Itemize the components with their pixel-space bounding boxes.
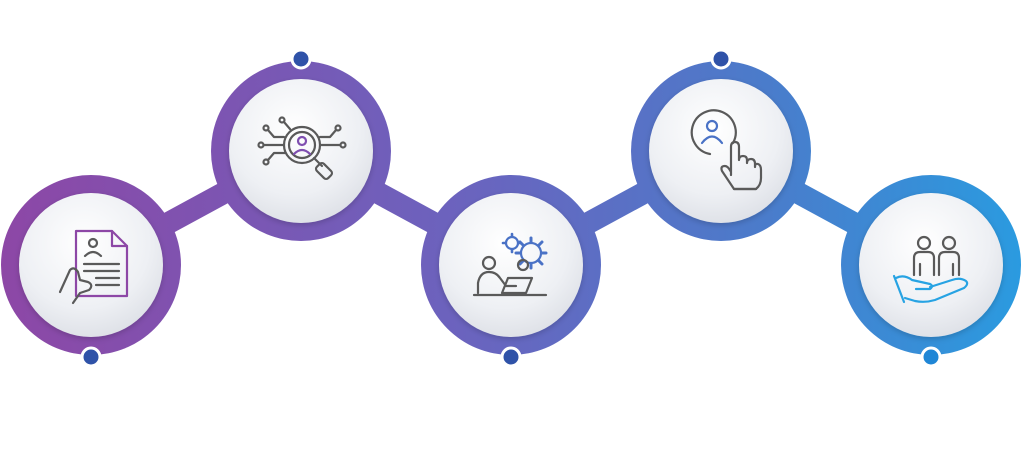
people-care-hand-icon <box>892 235 969 304</box>
step-1-pin <box>80 346 102 368</box>
team-work-settings-icon <box>472 232 548 297</box>
step-3-disc <box>439 193 583 337</box>
select-person-click-icon <box>690 109 763 191</box>
step-5-pin <box>920 346 942 368</box>
step-4-pin <box>710 48 732 70</box>
step-4-disc <box>649 79 793 223</box>
candidate-search-icon <box>257 116 347 181</box>
step-5-disc <box>859 193 1003 337</box>
resume-document-icon <box>58 229 129 305</box>
step-2-pin <box>290 48 312 70</box>
step-3-pin <box>500 346 522 368</box>
pin-dots <box>80 48 942 368</box>
